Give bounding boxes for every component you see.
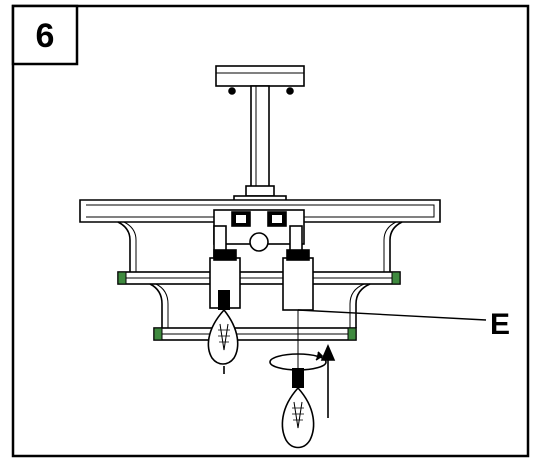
step-number-box: 6	[11, 4, 79, 66]
screw-right-icon	[286, 87, 294, 95]
right-socket-arm	[282, 225, 314, 311]
lower-shade	[149, 283, 371, 328]
outer-border	[11, 4, 530, 458]
candle-bulb-icon	[207, 290, 239, 374]
screw-left-icon	[228, 87, 236, 95]
bottom-band	[153, 327, 357, 341]
upper-shade	[117, 221, 403, 272]
step-number: 6	[36, 17, 55, 55]
middle-band	[117, 271, 401, 285]
candle-bulb-icon	[281, 368, 315, 449]
ceiling-plate	[215, 65, 305, 95]
downrod	[245, 85, 275, 197]
callout-leader-line	[297, 309, 487, 321]
up-arrow-icon	[320, 343, 336, 418]
center-hub	[213, 209, 305, 252]
callout-label-e: E	[490, 308, 510, 341]
